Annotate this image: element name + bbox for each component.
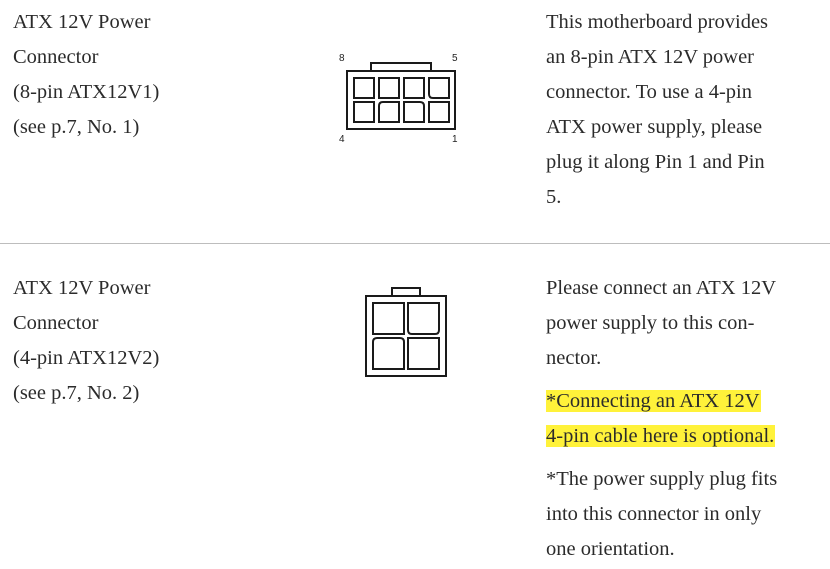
connector-description-4pin: Please connect an ATX 12V power supply t… (546, 271, 826, 567)
note-line: one orientation. (546, 538, 675, 560)
connector-label-4pin: ATX 12V Power Connector (4-pin ATX12V2) … (13, 271, 243, 411)
connector-latch (391, 287, 421, 296)
connector-latch (370, 62, 432, 71)
label-line: ATX 12V Power (13, 277, 151, 299)
connector-description-8pin: This motherboard provides an 8-pin ATX 1… (546, 5, 826, 215)
description-line: connector. To use a 4-pin (546, 81, 752, 103)
description-line: plug it along Pin 1 and Pin (546, 151, 765, 173)
note-line: into this connector in only (546, 503, 762, 525)
pin-label-bottom-right: 1 (452, 134, 458, 145)
description-line: power supply to this con- (546, 312, 755, 334)
description-line: ATX power supply, please (546, 116, 763, 138)
highlighted-note-line: 4-pin cable here is optional. (546, 425, 776, 447)
pin-label-top-left: 8 (339, 53, 345, 64)
description-line: an 8-pin ATX 12V power (546, 46, 755, 68)
row-divider (0, 243, 830, 244)
label-line: Connector (13, 312, 99, 334)
connector-8pin-diagram: 8 5 4 1 (339, 53, 458, 145)
optional-note: *Connecting an ATX 12V 4-pin cable here … (546, 384, 826, 454)
description-paragraph: Please connect an ATX 12V power supply t… (546, 271, 826, 376)
description-line: 5. (546, 186, 562, 208)
connector-4pin-diagram (365, 287, 447, 377)
orientation-note: *The power supply plug fits into this co… (546, 462, 826, 567)
label-line: (4-pin ATX12V2) (13, 347, 160, 369)
description-line: This motherboard provides (546, 11, 769, 33)
connector-label-8pin: ATX 12V Power Connector (8-pin ATX12V1) … (13, 5, 243, 145)
description-line: Please connect an ATX 12V (546, 277, 776, 299)
label-line: (8-pin ATX12V1) (13, 81, 160, 103)
label-line: Connector (13, 46, 99, 68)
pin-label-bottom-left: 4 (339, 134, 345, 145)
description-line: nector. (546, 347, 602, 369)
label-line: (see p.7, No. 2) (13, 382, 140, 404)
highlighted-note-line: *Connecting an ATX 12V (546, 390, 761, 412)
pin-label-top-right: 5 (452, 53, 458, 64)
connector-row-4pin: ATX 12V Power Connector (4-pin ATX12V2) … (0, 244, 830, 569)
connector-body (346, 70, 456, 130)
label-line: ATX 12V Power (13, 11, 151, 33)
connector-row-8pin: ATX 12V Power Connector (8-pin ATX12V1) … (0, 0, 830, 243)
label-line: (see p.7, No. 1) (13, 116, 140, 138)
note-line: *The power supply plug fits (546, 468, 778, 490)
connector-body (365, 295, 447, 377)
